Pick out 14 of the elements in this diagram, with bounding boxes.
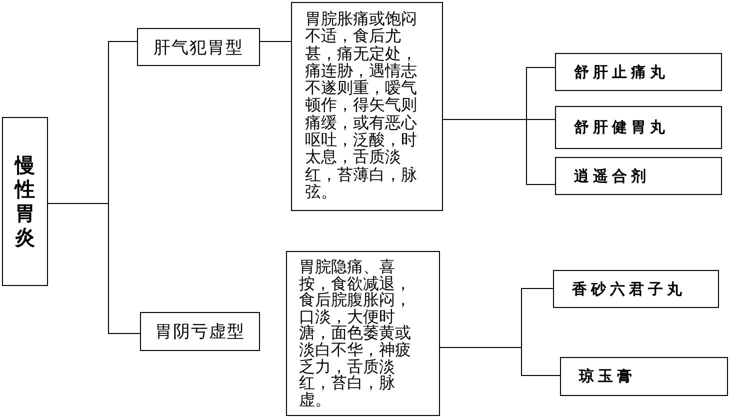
connector-line bbox=[48, 203, 140, 334]
category-box: 胃阴亏虚型 bbox=[140, 312, 260, 351]
category-box: 肝气犯胃型 bbox=[137, 28, 260, 66]
connector-line bbox=[440, 347, 560, 376]
description-box: 胃脘胀痛或饱闷不适，食后尤甚，痛无定处，痛连胁，遇情志不遂则重，嗳气顿作，得矢气则痛缓，或有恶心呕吐，泛酸，时太息，舌质淡红，苔薄白，脉弦。 bbox=[291, 2, 443, 211]
remedy-box: 舒肝健胃丸 bbox=[555, 106, 722, 149]
remedy-box: 逍遥合剂 bbox=[555, 157, 722, 195]
remedy-box: 舒肝止痛丸 bbox=[555, 53, 722, 91]
connector-line bbox=[260, 41, 292, 42]
description-box: 胃脘隐痛、喜按，食欲减退，食后脘腹胀闷，口淡，大便时溏，面色萎黄或淡白不华，神疲乏力，舌质淡红，苔白，脉虚。 bbox=[286, 251, 440, 416]
remedy-box: 香砂六君子丸 bbox=[553, 270, 719, 308]
topic-box: 慢性胃炎 bbox=[2, 117, 48, 286]
connector-line bbox=[442, 119, 556, 185]
remedy-box: 琼玉膏 bbox=[560, 357, 728, 396]
